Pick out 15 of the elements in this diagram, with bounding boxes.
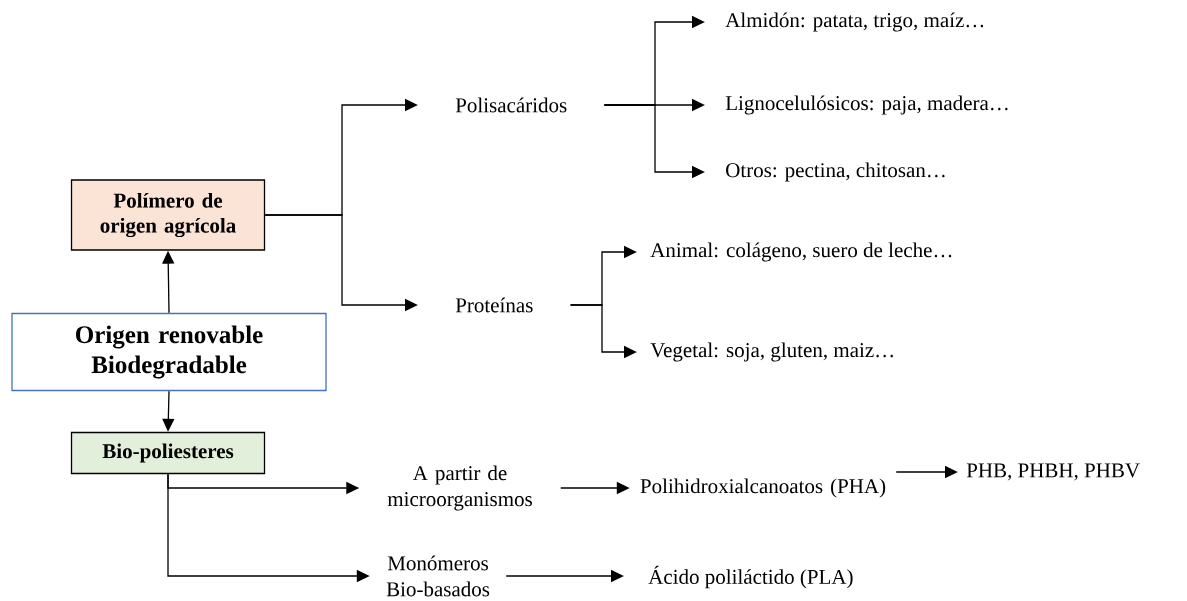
category-label: Lignocelulósicos: paja, madera…	[725, 95, 1008, 115]
category-label: Proteínas	[455, 297, 533, 313]
category-label: Otros: pectina, chitosan…	[726, 162, 945, 182]
category-label: Animal: colágeno, suero de leche…	[650, 242, 952, 262]
category-label: Almidón: patata, trigo, maíz…	[725, 12, 984, 32]
category-label: Monómeros Bio-basados	[386, 555, 490, 597]
category-label: Polihidroxialcanoatos (PHA)	[640, 478, 886, 498]
heading-box: Origen renovable Biodegradable	[11, 312, 327, 392]
bold-box: Polímero de origen agrícola	[70, 179, 266, 251]
category-label: A partir de microorganismos	[387, 465, 532, 511]
category-label: PHB, PHBH, PHBV	[966, 463, 1140, 481]
category-label: Vegetal: soja, gluten, maiz…	[650, 342, 893, 362]
category-label: Polisacáridos	[455, 97, 567, 113]
bold-box: Bio-poliesteres	[70, 431, 266, 475]
category-label: Ácido poliláctido (PLA)	[648, 565, 853, 589]
